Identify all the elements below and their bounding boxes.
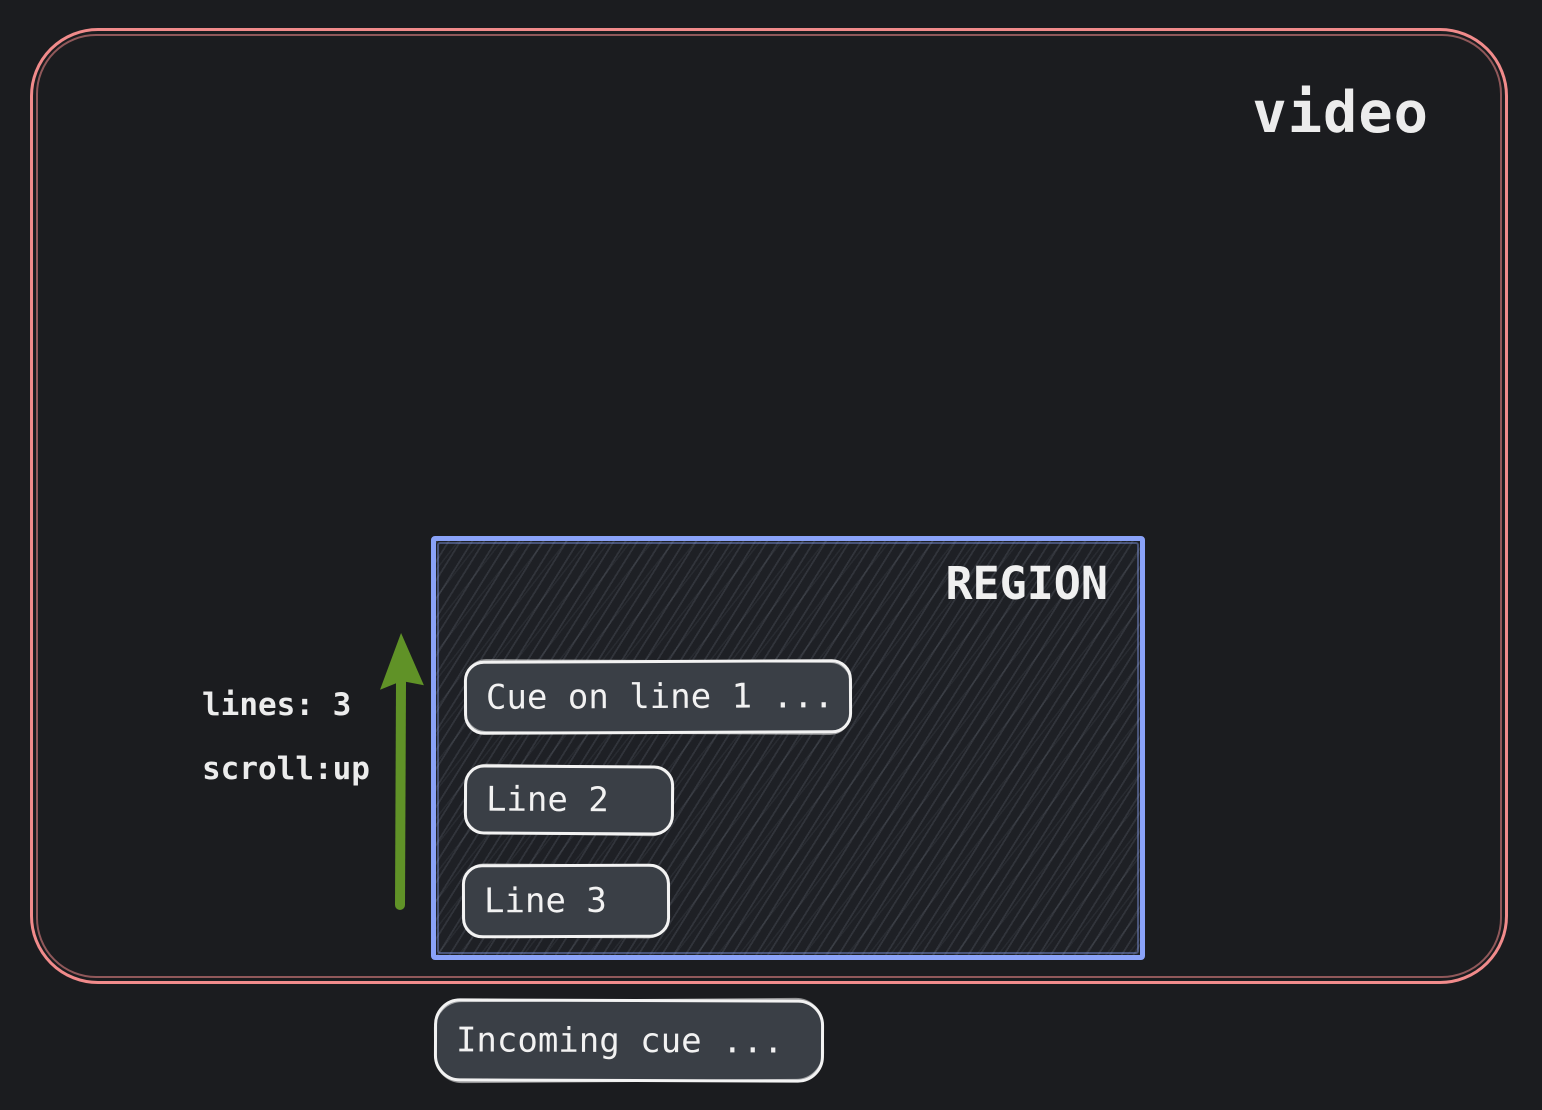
cue-box-line-2: Line 2 bbox=[463, 764, 675, 836]
cue-text-line-2: Line 2 bbox=[485, 779, 609, 821]
region-box: REGION Cue on line 1 ... Line 2 Line 3 bbox=[431, 536, 1145, 960]
cue-box-line-1: Cue on line 1 ... bbox=[463, 659, 853, 735]
cue-box-line-3: Line 3 bbox=[461, 863, 671, 939]
video-frame: video bbox=[30, 28, 1508, 984]
scroll-direction-label: scroll:up bbox=[202, 751, 370, 787]
cue-text-line-3: Line 3 bbox=[483, 880, 607, 922]
incoming-cue-box: Incoming cue ... bbox=[433, 998, 825, 1083]
lines-count-label: lines: 3 bbox=[202, 687, 352, 723]
region-label: REGION bbox=[945, 557, 1108, 610]
incoming-cue-text: Incoming cue ... bbox=[455, 1019, 784, 1062]
video-label: video bbox=[1252, 80, 1429, 146]
cue-text-line-1: Cue on line 1 ... bbox=[485, 676, 835, 718]
scroll-up-arrow-icon bbox=[380, 632, 424, 910]
